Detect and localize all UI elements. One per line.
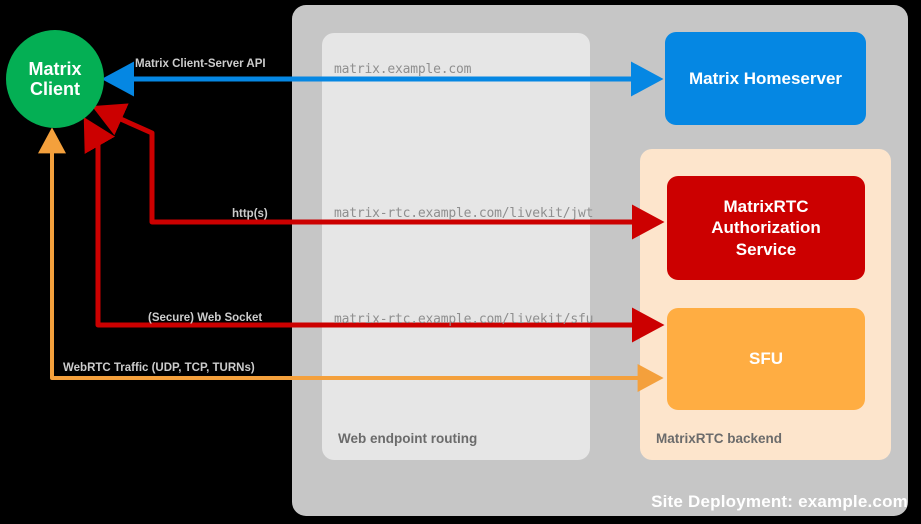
node-matrix-client-text: Matrix Client — [28, 59, 81, 99]
site-deployment-label: Site Deployment: example.com — [651, 492, 908, 511]
node-sfu-label: SFU — [749, 349, 783, 368]
node-matrix-homeserver[interactable]: Matrix Homeserver — [665, 32, 866, 125]
edge-webrtc-path — [38, 127, 664, 392]
node-auth-service-line3: Service — [735, 239, 797, 259]
edge-https-path — [91, 103, 665, 240]
node-matrix-client-line1: Matrix — [28, 58, 82, 79]
matrixrtc-backend-label: MatrixRTC backend — [656, 431, 783, 446]
url-label-livekit-sfu: matrix-rtc.example.com/livekit/sfu — [334, 312, 594, 327]
edge-label-webrtc: WebRTC Traffic (UDP, TCP, TURNs) — [63, 362, 255, 374]
edge-label-https: http(s) — [232, 208, 268, 220]
edge-label-client-server-api: Matrix Client-Server API — [135, 58, 266, 70]
web-endpoint-routing-label: Web endpoint routing — [338, 431, 478, 446]
url-label-livekit-jwt: matrix-rtc.example.com/livekit/jwt — [334, 206, 594, 221]
node-matrixrtc-authorization-service[interactable]: MatrixRTC Authorization Service — [667, 176, 865, 280]
url-label-matrix-homeserver: matrix.example.com — [334, 62, 472, 77]
node-matrix-client-line2: Client — [29, 79, 80, 99]
edge-label-websocket: (Secure) Web Socket — [148, 312, 263, 324]
node-matrix-homeserver-label: Matrix Homeserver — [688, 68, 843, 88]
node-sfu[interactable]: SFU — [667, 308, 865, 410]
node-auth-service-line1: MatrixRTC — [723, 197, 809, 217]
node-matrix-client[interactable]: Matrix Client — [6, 30, 104, 128]
node-auth-service-text: MatrixRTC Authorization Service — [711, 196, 821, 260]
node-auth-service-line2: Authorization — [711, 218, 821, 238]
